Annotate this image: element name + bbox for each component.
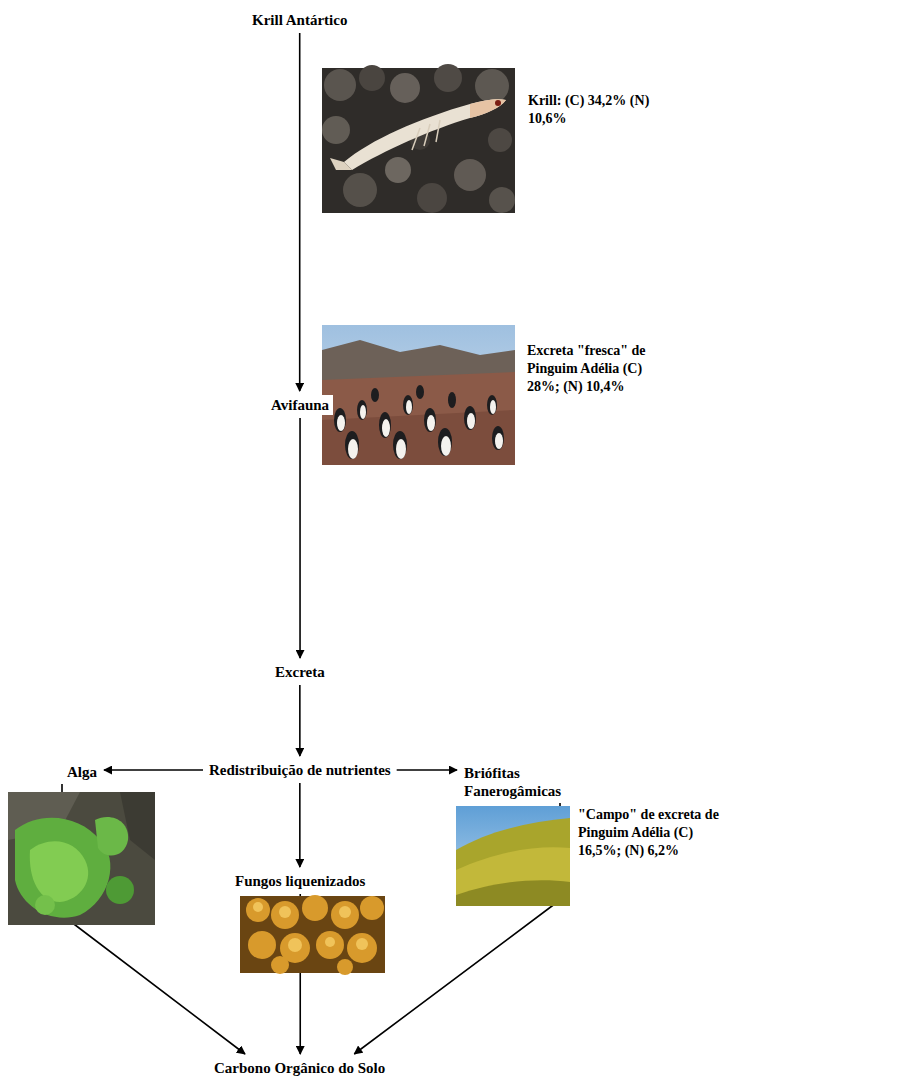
node-text: Excreta	[275, 663, 325, 681]
flow-arrow	[397, 769, 457, 771]
text-node: Fungos liquenizados	[231, 871, 369, 891]
flow-arrow	[299, 685, 301, 756]
text-node: Briófitas Fanerogâmicas	[460, 763, 570, 801]
text-node: Redistribuição de nutrientes	[205, 760, 395, 780]
node-text: Fungos liquenizados	[235, 872, 365, 890]
node-text: Redistribuição de nutrientes	[209, 761, 391, 779]
text-node: Krill Antártico	[248, 10, 351, 30]
penguin-colony-photo	[322, 325, 515, 465]
node-text: Briófitas Fanerogâmicas	[464, 764, 566, 800]
node-text: Avifauna	[271, 396, 329, 414]
text-node: Avifauna	[267, 395, 333, 415]
flow-arrow	[299, 33, 301, 391]
lichen-photo	[240, 895, 385, 975]
flow-arrow	[299, 418, 301, 658]
photo-caption: Krill: (C) 34,2% (N) 10,6%	[528, 92, 653, 128]
krill-photo	[322, 64, 515, 213]
flow-arrow	[299, 783, 301, 867]
alga-photo	[8, 792, 155, 925]
node-text: Krill Antártico	[252, 11, 347, 29]
photo-caption: "Campo" de excreta de Pinguim Adélia (C)…	[578, 806, 738, 861]
text-node: Excreta	[271, 662, 329, 682]
text-node: Carbono Orgânico do Solo	[210, 1058, 389, 1078]
node-text: Alga	[67, 763, 97, 781]
flow-arrow	[104, 769, 203, 771]
moss-field-photo	[456, 806, 570, 906]
text-node: Alga	[63, 762, 101, 782]
node-text: Carbono Orgânico do Solo	[214, 1059, 385, 1077]
photo-caption: Excreta "fresca" de Pinguim Adélia (C) 2…	[527, 342, 677, 397]
